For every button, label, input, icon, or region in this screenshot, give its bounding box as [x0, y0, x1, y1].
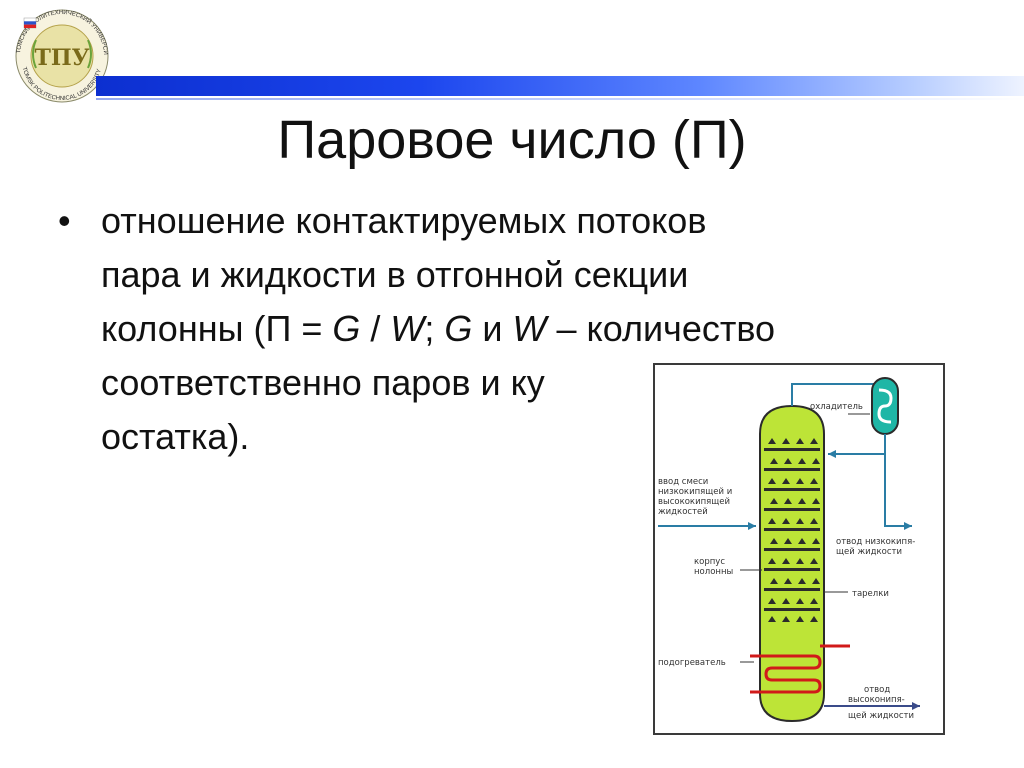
bubble-caps: [768, 438, 820, 622]
header-accent-bar: [96, 76, 1024, 96]
heater-coil: [750, 654, 822, 694]
bullet-text: отношение контактируемых потоков пара и …: [101, 194, 961, 464]
bullet-line-formula: колонны (П = G / W; G и W – количество: [101, 308, 776, 349]
bullet-line: соответственно паров и ку: [101, 362, 545, 403]
header-accent-line: [96, 98, 1024, 100]
bullet-line: остатка).: [101, 416, 250, 457]
distillation-column-diagram: охладитель ввод смеси низкокипящей и выс…: [653, 363, 945, 735]
label-feed: низкокипящей и: [658, 487, 732, 497]
label-feed: жидкостей: [658, 507, 708, 517]
label-feed: высококипящей: [658, 497, 730, 507]
label-cooler: охладитель: [810, 402, 863, 412]
column-trays: [764, 448, 820, 611]
label-low-boiling-out: отвод низкокипя-: [836, 537, 915, 547]
bullet-line: пара и жидкости в отгонной секции: [101, 254, 689, 295]
logo-monogram: ТПУ: [35, 45, 90, 71]
column-body: [759, 404, 825, 723]
label-high-boiling-out: высоконипя-: [848, 695, 905, 705]
university-logo: ТОМСКИЙ ПОЛИТЕХНИЧЕСКИЙ УНИВЕРСИТЕТ TOMS…: [6, 4, 109, 103]
label-feed: ввод смеси: [658, 477, 708, 487]
label-high-boiling-out: щей жидкости: [848, 711, 914, 721]
slide-title: Паровое число (П): [277, 110, 747, 170]
bullet-symbol: •: [58, 200, 71, 241]
label-high-boiling-out: отвод: [864, 685, 890, 695]
label-heater: подогреватель: [658, 658, 726, 668]
vapor-line: [791, 383, 884, 406]
label-column-body: нолонны: [694, 567, 733, 577]
label-column-body: корпус: [694, 557, 725, 567]
label-trays: тарелки: [852, 589, 889, 599]
bullet-line: отношение контактируемых потоков: [101, 200, 707, 241]
label-low-boiling-out: щей жидкости: [836, 547, 902, 557]
